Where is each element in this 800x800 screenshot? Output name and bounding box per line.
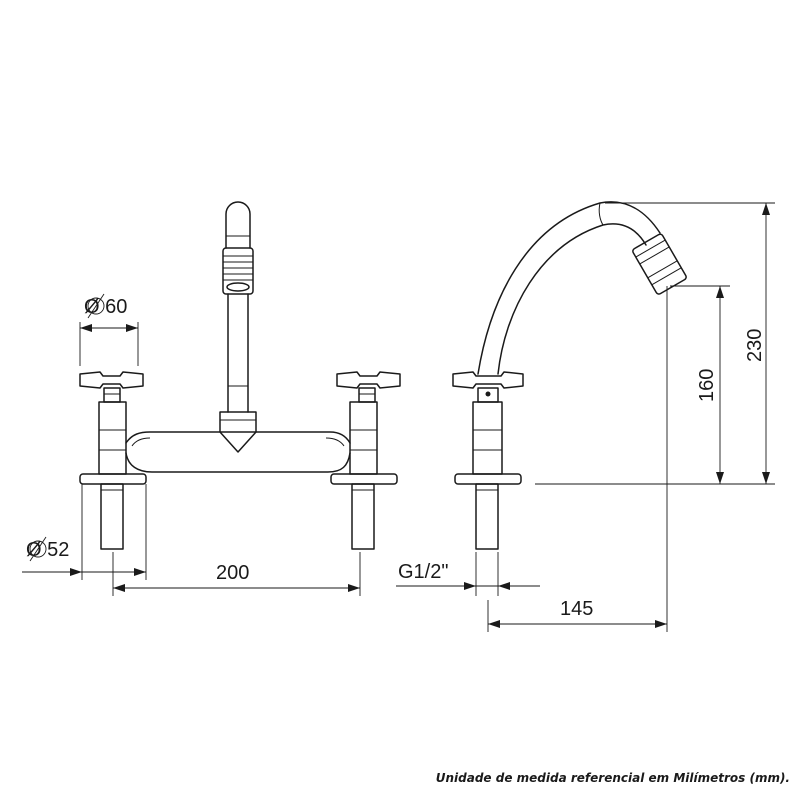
side-flange [454, 473, 522, 550]
side-aerator [632, 233, 687, 295]
spout-height-label: 160 [696, 369, 718, 402]
side-view [452, 201, 687, 550]
dimension-spout-height: 160 [535, 285, 775, 485]
side-valve-body [472, 401, 503, 475]
spout-vertical [227, 293, 249, 413]
bridge-body [125, 431, 351, 473]
front-view [79, 201, 401, 550]
flange-diameter-label: Ø 52 [26, 539, 69, 561]
right-flange [330, 473, 398, 550]
center-distance-label: 200 [216, 562, 249, 584]
left-flange [79, 473, 147, 550]
thread-label: G1/2" [398, 561, 448, 583]
handle-diameter-label: Ø 60 [84, 296, 127, 318]
dimension-handle-diameter: Ø 60 [79, 293, 139, 366]
side-handle [452, 371, 524, 403]
left-handle [79, 371, 144, 403]
right-valve-body [349, 401, 378, 475]
left-valve-body [98, 401, 127, 475]
dimension-center-distance: 200 [112, 552, 361, 596]
total-height-label: 230 [744, 329, 766, 362]
aerator [222, 247, 254, 295]
units-footnote: Unidade de medida referencial em Milímet… [435, 771, 790, 785]
reach-label: 145 [560, 598, 593, 620]
dimension-thread: G1/2" [396, 552, 540, 596]
dimension-flange-diameter: Ø 52 [22, 484, 147, 580]
curved-spout [477, 201, 661, 375]
spout-hub [219, 411, 257, 453]
spout-tip [225, 201, 251, 249]
dimension-total-height: 230 [605, 202, 775, 484]
dimension-reach: 145 [487, 286, 668, 632]
right-handle [336, 371, 401, 403]
